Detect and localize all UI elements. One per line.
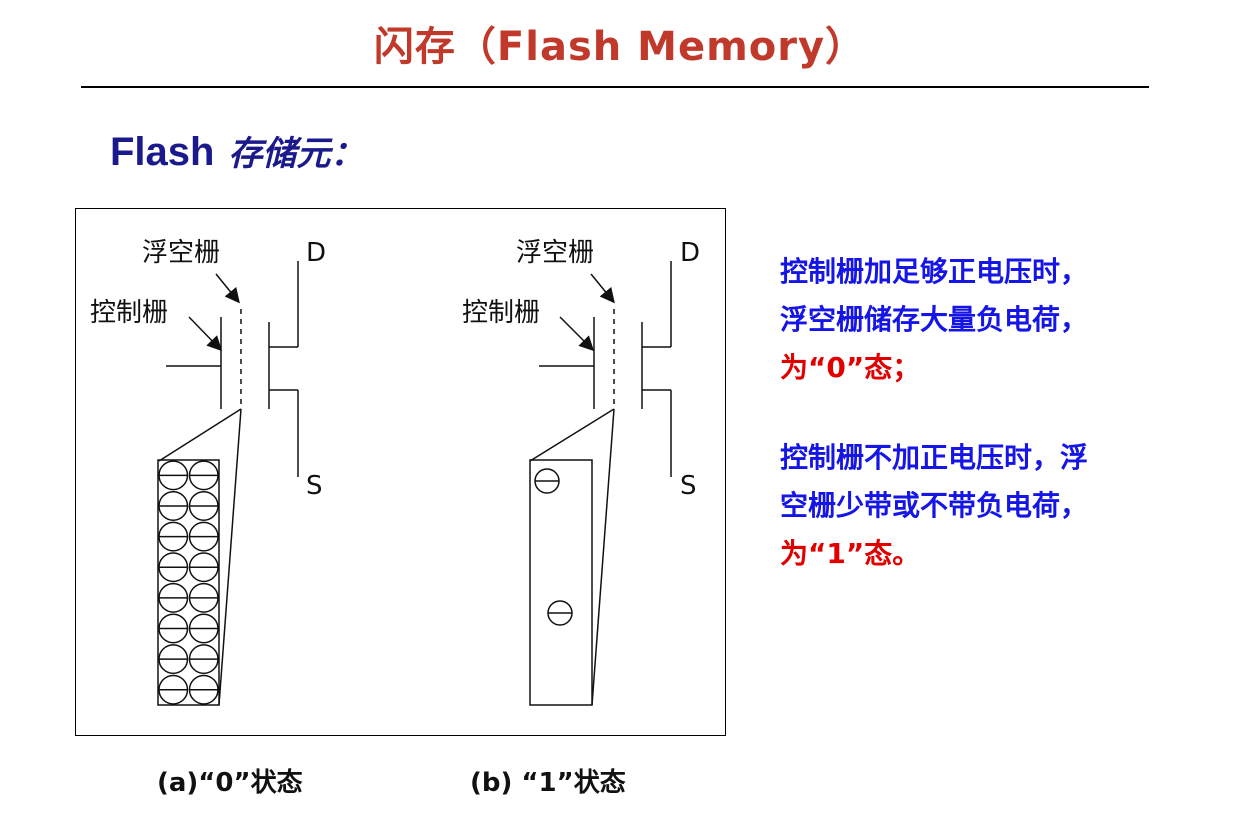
left-floating-gate-enlarged [157,459,220,706]
explanation-notes: 控制栅加足够正电压时， 浮空栅储存大量负电荷， 为“0”态； 控制栅不加正电压时… [780,248,1220,578]
note-2-line-2: 空栅少带或不带负电荷， [780,489,1089,522]
right-floating-gate-enlarged [529,459,593,706]
section-heading: Flash 存储元： [110,126,364,175]
left-control-gate-label: 控制栅 [90,298,168,328]
right-charge-group [534,468,573,626]
right-control-gate-label: 控制栅 [462,298,540,328]
right-control-gate-arrow [559,316,595,352]
right-zoom-line-top [529,408,615,462]
right-drain-label: D [680,238,700,268]
section-heading-cjk: 存储元： [228,134,365,174]
electron-charge-icon [188,582,219,613]
right-floating-gate-label: 浮空栅 [516,238,594,268]
electron-charge-icon [158,552,189,583]
note-2-line-3: 为“1”态。 [780,537,921,570]
cell-state-0: 浮空栅 控制栅 D S [90,238,326,706]
right-floating-gate-arrow [590,273,615,304]
note-2-line-1: 控制栅不加正电压时，浮 [780,441,1089,474]
electron-charge-icon [158,582,189,613]
electron-charge-icon [158,644,189,675]
electron-charge-icon [188,521,219,552]
electron-charge-icon [188,613,219,644]
electron-charge-icon [547,600,573,626]
page-title: 闪存（Flash Memory） [373,24,867,70]
electron-charge-icon [158,674,189,705]
electron-charge-icon [158,460,189,491]
electron-charge-icon [158,613,189,644]
note-1-line-2: 浮空栅储存大量负电荷， [780,303,1089,336]
left-source-label: S [306,471,323,501]
note-spacer [780,392,1220,434]
right-source-label: S [680,471,697,501]
left-zoom-line-top [158,408,242,462]
left-control-gate-arrow [188,316,223,352]
left-charge-grid [158,460,219,705]
electron-charge-icon [188,552,219,583]
cell-state-1: 浮空栅 控制栅 D S [462,238,700,706]
electron-charge-icon [188,674,219,705]
left-floating-gate-arrow [215,273,240,304]
section-heading-latin: Flash [110,130,215,174]
flash-cell-diagram: 浮空栅 控制栅 D S 浮空栅 控制栅 [75,208,726,736]
right-zoom-line-bottom [591,408,615,706]
electron-charge-icon [188,460,219,491]
caption-state-0: (a)“0”状态 [157,768,303,798]
left-floating-gate-label: 浮空栅 [142,238,220,268]
electron-charge-icon [534,468,560,494]
left-drain-label: D [306,238,326,268]
electron-charge-icon [158,521,189,552]
caption-state-1: (b) “1”状态 [470,768,626,798]
electron-charge-icon [158,490,189,521]
left-zoom-line-bottom [218,408,242,706]
electron-charge-icon [188,644,219,675]
note-1-line-3: 为“0”态； [780,351,921,384]
electron-charge-icon [188,490,219,521]
note-1-line-1: 控制栅加足够正电压时， [780,255,1089,288]
title-divider [81,86,1149,88]
